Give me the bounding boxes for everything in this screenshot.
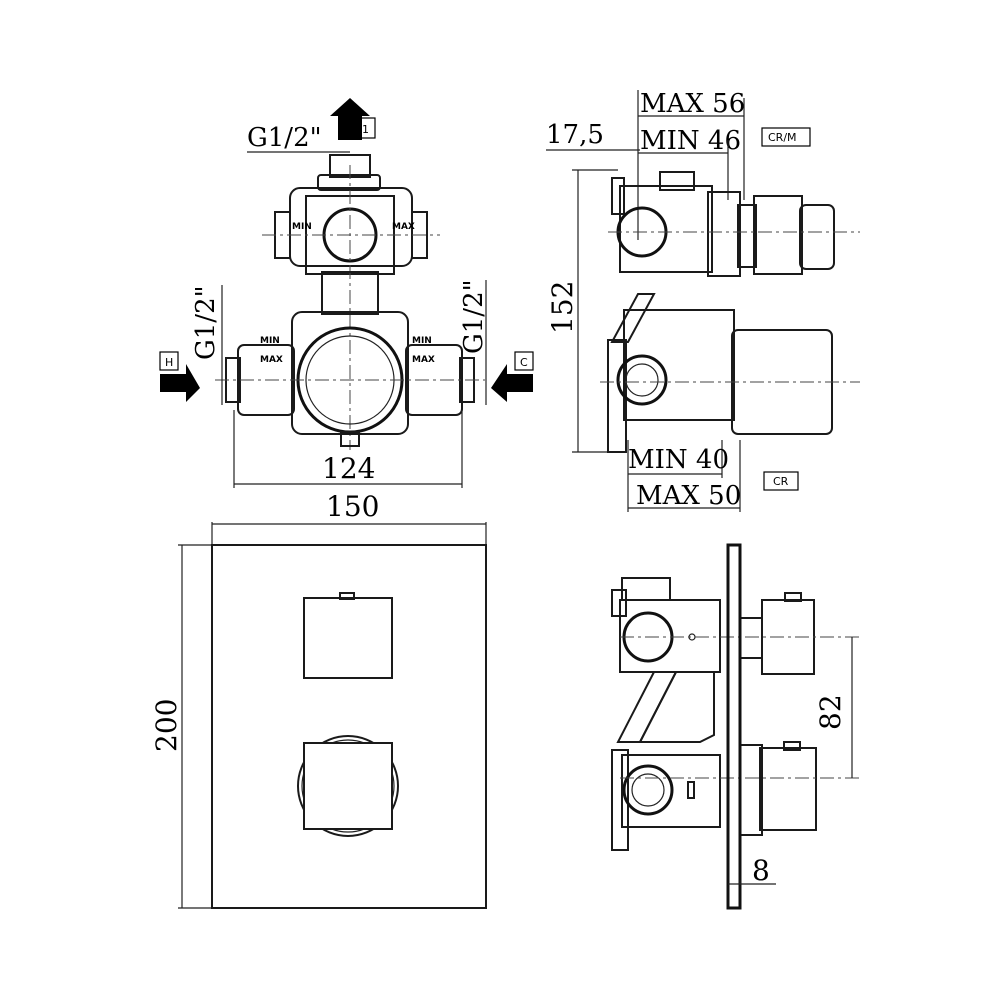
sv2-upper-sleeve — [739, 617, 763, 659]
side-view-with-plate: 82 8 — [611, 543, 860, 910]
sv2-lower-marker — [687, 781, 695, 799]
cold-inlet-arrow-icon — [491, 351, 534, 402]
lower-escutcheon — [297, 735, 399, 837]
cover-plate — [211, 544, 487, 909]
side-upper-collar — [707, 191, 741, 277]
right-min-mark: MIN — [412, 336, 432, 346]
front-view-valve-body: 1 G1/2" MIN MAX MIN MAX MIN MAX — [159, 98, 534, 488]
cr-tag-box — [763, 471, 799, 491]
upper-square-handle — [303, 597, 393, 679]
side-upper-clip — [611, 177, 625, 215]
upper-handle-tab — [339, 592, 355, 600]
dim-max-56: MAX 56 — [640, 89, 745, 119]
side-upper-nipple — [659, 171, 695, 191]
dim-82-value: 82 — [814, 694, 847, 730]
sv2-lower-sleeve — [739, 744, 763, 836]
front-cover-plate-view: 150 200 — [150, 490, 487, 909]
right-inlet-arm — [405, 344, 463, 416]
outlet-number: 1 — [362, 123, 369, 136]
dim-124-value: 124 — [322, 452, 375, 485]
sv2-lower-body — [621, 754, 721, 828]
right-inlet-thread-label: G1/2" — [459, 279, 489, 354]
sv2-upper-nipple — [621, 577, 671, 601]
connecting-neck — [321, 271, 379, 315]
sv2-cover-plate-edge — [726, 543, 742, 910]
cr-m-tag-box — [761, 127, 811, 147]
hot-tag: H — [165, 356, 173, 369]
top-left-min-mark: MIN — [292, 222, 312, 232]
dim-150-value: 150 — [326, 490, 379, 523]
right-max-mark: MAX — [412, 355, 435, 365]
cr-m-tag: CR/M — [768, 131, 797, 144]
sv2-lower-handle-tab — [783, 741, 801, 751]
left-inlet-thread-label: G1/2" — [191, 285, 221, 360]
sv2-lower-handle — [759, 747, 817, 831]
top-right-max-mark: MAX — [392, 222, 415, 232]
sv2-upper-body — [619, 599, 721, 673]
dim-200-value: 200 — [150, 699, 183, 752]
side-upper-handle — [753, 195, 803, 275]
dim-17-5: 17,5 — [546, 120, 604, 150]
sv2-upper-handle-tab — [784, 592, 802, 602]
side-upper-body — [619, 185, 713, 273]
top-inlet-thread-label: G1/2" — [247, 123, 322, 153]
sv2-link-plate — [638, 671, 715, 743]
top-cartridge-cap — [317, 174, 381, 191]
dim-min-40: MIN 40 — [628, 445, 729, 475]
left-min-mark: MIN — [260, 336, 280, 346]
outlet-arrow-icon — [330, 98, 376, 140]
sv2-lower-port-inner — [631, 773, 665, 807]
bottom-drain-plug — [340, 431, 360, 447]
side-slanted-link — [610, 293, 656, 343]
cr-tag: CR — [773, 475, 789, 488]
side-lower-port — [616, 354, 668, 406]
sv2-slanted-link — [616, 671, 678, 743]
lower-square-handle — [303, 742, 393, 830]
side-lower-port-inner — [625, 363, 659, 397]
dim-8-value: 8 — [752, 854, 770, 887]
hot-inlet-arrow-icon — [159, 351, 200, 402]
side-view-valve-body: MAX 56 MIN 46 17,5 CR/M 152 — [546, 89, 860, 512]
side-upper-knob — [799, 204, 835, 270]
left-max-mark: MAX — [260, 355, 283, 365]
sv2-lower-port — [622, 764, 674, 816]
dim-min-46: MIN 46 — [640, 126, 741, 156]
cold-tag: C — [520, 356, 528, 369]
sv2-lower-plate — [611, 749, 629, 851]
side-upper-sleeve — [737, 204, 757, 268]
dim-max-50: MAX 50 — [636, 481, 741, 511]
dim-152-value: 152 — [546, 281, 579, 334]
lower-escutcheon-inner — [301, 739, 395, 833]
main-body-block — [291, 311, 409, 435]
